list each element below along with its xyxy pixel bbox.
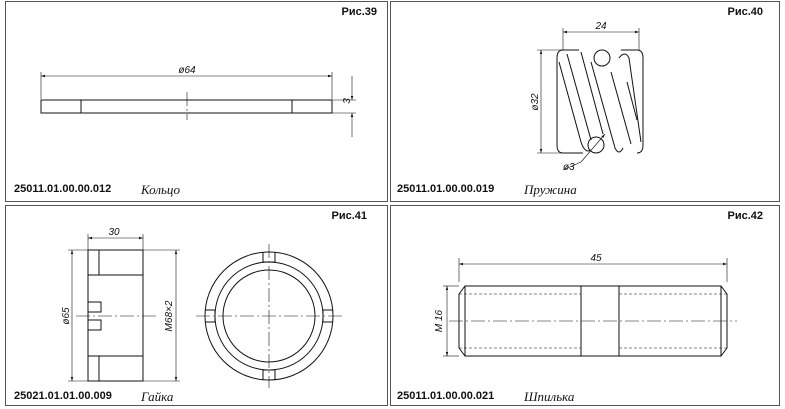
ring-drawing: 3 ø64 bbox=[40, 65, 356, 137]
figure-panel-41: 30 ø65 M68×2 Рис.41 25021.01.01.00.009 bbox=[5, 205, 388, 406]
wire-section-bottom bbox=[587, 136, 605, 154]
spring-drawing: 24 ø32 ø3 bbox=[530, 21, 644, 173]
part-code: 25011.01.00.00.012 bbox=[14, 183, 112, 195]
thread-dim: M 16 bbox=[434, 309, 445, 332]
wire-dim: ø3 bbox=[563, 162, 575, 173]
inner-dim: ø65 bbox=[61, 307, 72, 325]
length-dim: 24 bbox=[594, 21, 607, 32]
figure-panel-39: 3 ø64 Рис.39 25011.01.00.00.012 Кольцо bbox=[5, 1, 388, 202]
diameter-dim: ø32 bbox=[530, 93, 541, 111]
diameter-dim: ø64 bbox=[178, 65, 196, 76]
part-code: 25021.01.01.00.009 bbox=[14, 390, 112, 402]
length-dim: 45 bbox=[590, 253, 602, 264]
wire-section-top bbox=[593, 49, 611, 67]
stud-drawing: 45 M 16 bbox=[434, 253, 737, 357]
figure-number: Рис.42 bbox=[727, 210, 763, 222]
part-name: Кольцо bbox=[141, 182, 181, 197]
part-name: Гайка bbox=[141, 389, 174, 404]
figure-number: Рис.41 bbox=[331, 210, 367, 222]
part-code: 25011.01.00.00.021 bbox=[397, 390, 495, 402]
part-code: 25011.01.00.00.019 bbox=[397, 183, 495, 195]
figure-panel-42: 45 M 16 Рис.42 25011.01.00.00.021 Шпильк… bbox=[390, 205, 780, 406]
nut-drawing: 30 ø65 M68×2 bbox=[61, 227, 342, 388]
thickness-dim: 3 bbox=[342, 98, 353, 104]
part-name: Шпилька bbox=[524, 389, 575, 404]
figure-number: Рис.39 bbox=[341, 6, 377, 18]
width-dim: 30 bbox=[108, 227, 120, 238]
thread-dim: M68×2 bbox=[164, 300, 175, 331]
figure-panel-40: 24 ø32 ø3 Рис.40 25011.01.00.00.019 Пруж… bbox=[390, 1, 780, 202]
ring-section-right bbox=[291, 99, 333, 114]
figure-number: Рис.40 bbox=[727, 6, 763, 18]
part-name: Пружина bbox=[524, 182, 577, 197]
ring-section-left bbox=[40, 99, 82, 114]
